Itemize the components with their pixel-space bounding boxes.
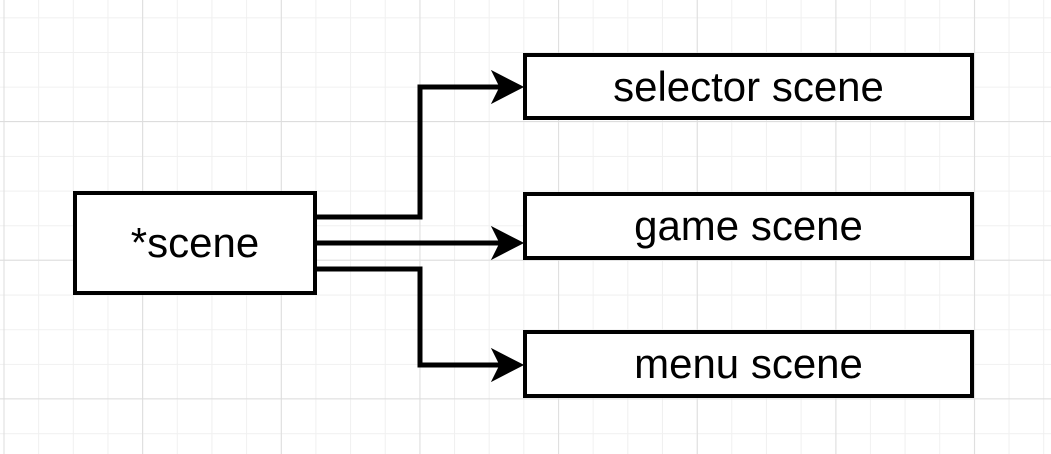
node-selector-scene-label: selector scene — [613, 62, 884, 110]
node-menu-scene[interactable]: menu scene — [523, 330, 974, 398]
node-selector-scene[interactable]: selector scene — [523, 53, 974, 120]
edge-scene-to-menu[interactable] — [317, 266, 525, 383]
node-game-scene[interactable]: game scene — [523, 192, 974, 260]
edge-scene-to-menu-line[interactable] — [317, 266, 501, 368]
node-scene-label: *scene — [130, 219, 260, 266]
node-scene[interactable]: *scene — [73, 191, 317, 295]
node-menu-scene-label: menu scene — [634, 340, 863, 387]
edge-scene-to-selector-line[interactable] — [317, 84, 501, 220]
arrowhead-selector-icon — [490, 69, 525, 105]
edge-scene-to-game[interactable] — [317, 225, 525, 261]
edge-scene-to-selector[interactable] — [317, 69, 525, 220]
arrowhead-game-icon — [490, 225, 525, 261]
arrowhead-menu-icon — [490, 347, 525, 383]
node-game-scene-label: game scene — [634, 202, 863, 249]
